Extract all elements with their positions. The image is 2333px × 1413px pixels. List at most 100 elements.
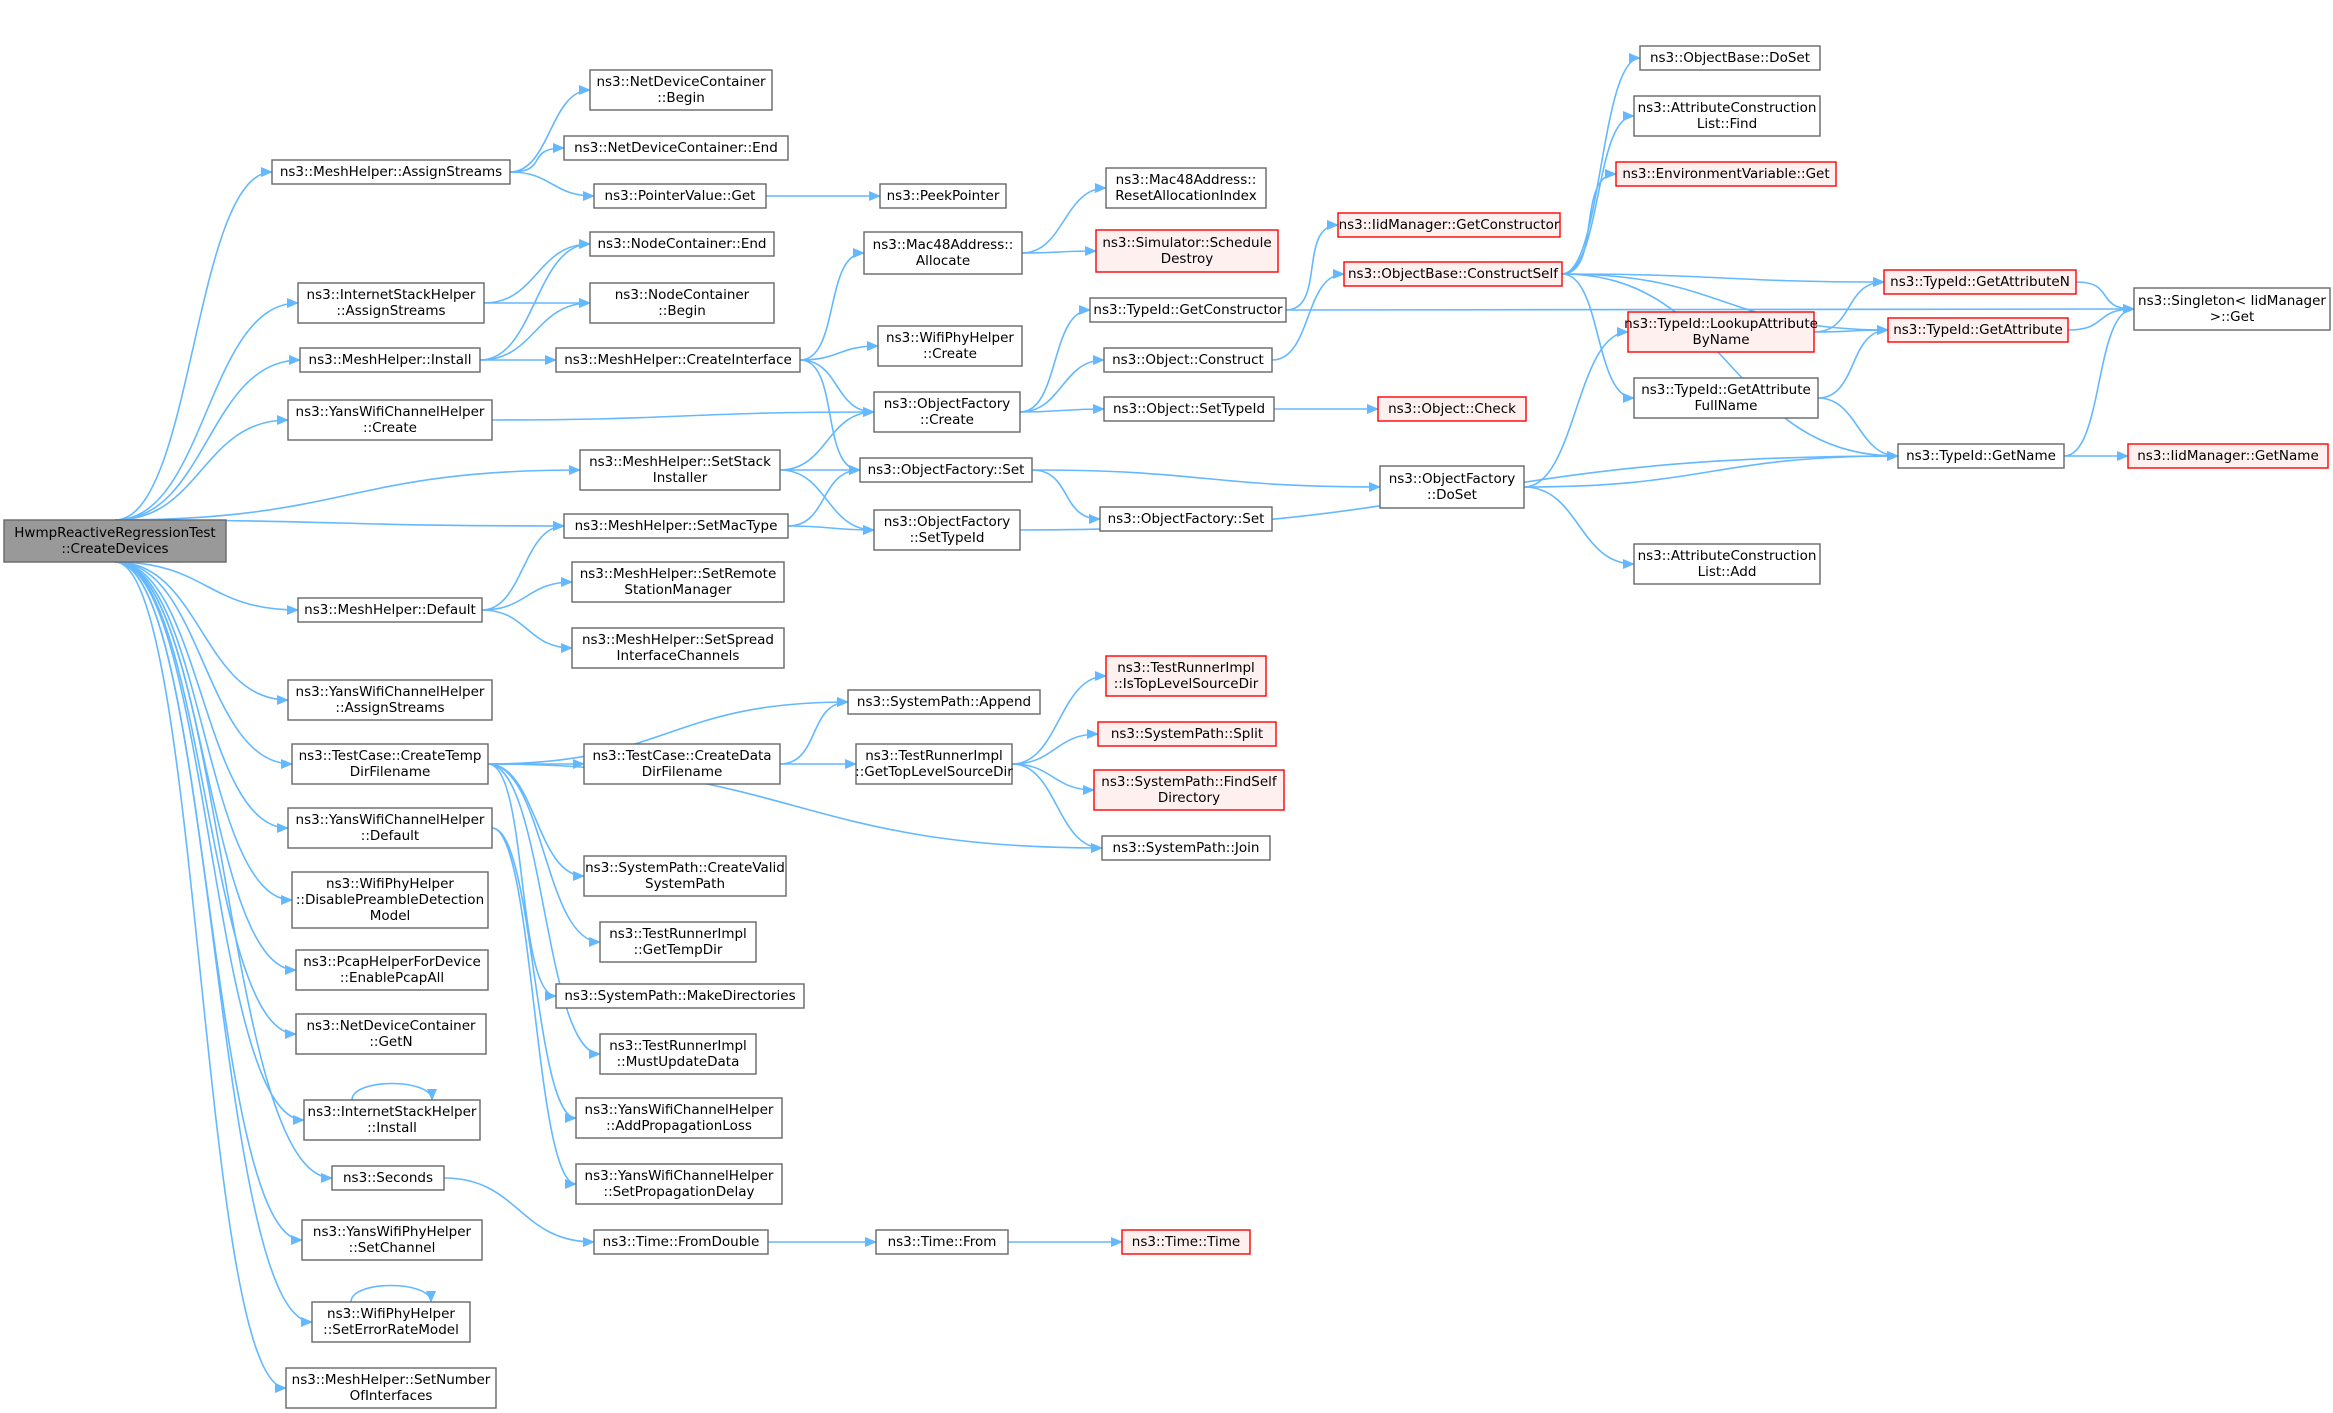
node-ywchAddProp[interactable]: ns3::YansWifiChannelHelper::AddPropagati… xyxy=(575,1097,783,1139)
node-label: ns3::AttributeConstruction xyxy=(1638,548,1817,564)
node-ncEnd[interactable]: ns3::NodeContainer::End xyxy=(589,231,775,257)
node-label: ns3::TypeId::GetName xyxy=(1906,448,2056,464)
node-ywphSetChannel[interactable]: ns3::YansWifiPhyHelper::SetChannel xyxy=(301,1219,483,1261)
node-trGetTop[interactable]: ns3::TestRunnerImpl::GetTopLevelSourceDi… xyxy=(855,743,1013,785)
node-ofCreate[interactable]: ns3::ObjectFactory::Create xyxy=(873,391,1021,433)
node-timeFrom[interactable]: ns3::Time::From xyxy=(875,1229,1009,1255)
node-label: ns3::IidManager::GetConstructor xyxy=(1339,217,1560,233)
node-peekPtr[interactable]: ns3::PeekPointer xyxy=(879,183,1007,209)
edge-assignStreams-to-ndcBegin xyxy=(509,85,591,173)
node-timeFromDouble[interactable]: ns3::Time::FromDouble xyxy=(593,1229,769,1255)
node-ptrGet[interactable]: ns3::PointerValue::Get xyxy=(593,183,767,209)
node-macReset[interactable]: ns3::Mac48Address::ResetAllocationIndex xyxy=(1105,167,1267,209)
node-trMustUpdate[interactable]: ns3::TestRunnerImpl::MustUpdateData xyxy=(599,1033,757,1075)
node-label: ns3::Object::SetTypeId xyxy=(1113,401,1265,417)
node-label: ns3::MeshHelper::Default xyxy=(304,602,476,618)
node-ofDoSet[interactable]: ns3::ObjectFactory::DoSet xyxy=(1379,465,1525,509)
edge-assignStreams-to-ndcEnd xyxy=(509,143,565,173)
node-label: ns3::TestRunnerImpl xyxy=(609,926,747,942)
node-tidGetAttrN[interactable]: ns3::TypeId::GetAttributeN xyxy=(1883,269,2077,295)
node-spJoin[interactable]: ns3::SystemPath::Join xyxy=(1101,835,1271,861)
node-setMacType[interactable]: ns3::MeshHelper::SetMacType xyxy=(563,513,789,539)
node-tidGetCtor[interactable]: ns3::TypeId::GetConstructor xyxy=(1089,297,1287,323)
node-spAppend[interactable]: ns3::SystemPath::Append xyxy=(847,689,1041,715)
node-createIface[interactable]: ns3::MeshHelper::CreateInterface xyxy=(555,347,801,373)
node-timeTime[interactable]: ns3::Time::Time xyxy=(1121,1229,1251,1255)
node-setSpread[interactable]: ns3::MeshHelper::SetSpreadInterfaceChann… xyxy=(571,627,785,669)
node-box xyxy=(1377,396,1527,422)
node-wphSetErr[interactable]: ns3::WifiPhyHelper::SetErrorRateModel xyxy=(311,1301,471,1343)
node-tidGetAttr[interactable]: ns3::TypeId::GetAttribute xyxy=(1887,317,2069,343)
edge-obConstructSelf-to-tidGetAttrN xyxy=(1561,273,1885,287)
node-label: Directory xyxy=(1158,790,1220,806)
node-box xyxy=(331,1165,445,1191)
node-label: ResetAllocationIndex xyxy=(1115,188,1256,204)
node-label: ns3::Time::FromDouble xyxy=(603,1234,760,1250)
node-ofSet2[interactable]: ns3::ObjectFactory::Set xyxy=(1099,506,1273,532)
node-wifiPhyCreate[interactable]: ns3::WifiPhyHelper::Create xyxy=(877,325,1023,367)
node-label: Model xyxy=(370,908,411,924)
node-ofSet[interactable]: ns3::ObjectFactory::Set xyxy=(859,457,1033,483)
node-ishInstall[interactable]: ns3::InternetStackHelper::Install xyxy=(303,1099,481,1141)
node-box xyxy=(583,855,787,897)
node-ywchDefault[interactable]: ns3::YansWifiChannelHelper::Default xyxy=(287,807,493,849)
node-spMakeDirs[interactable]: ns3::SystemPath::MakeDirectories xyxy=(555,983,805,1009)
node-ndcGetN[interactable]: ns3::NetDeviceContainer::GetN xyxy=(295,1013,487,1055)
node-label: ns3::Mac48Address:: xyxy=(873,237,1014,253)
node-root[interactable]: HwmpReactiveRegressionTest::CreateDevice… xyxy=(3,519,227,563)
node-objCheck[interactable]: ns3::Object::Check xyxy=(1377,396,1527,422)
node-label: ns3::YansWifiChannelHelper xyxy=(296,684,485,700)
node-seconds[interactable]: ns3::Seconds xyxy=(331,1165,445,1191)
node-envGet[interactable]: ns3::EnvironmentVariable::Get xyxy=(1615,161,1837,187)
node-label: Installer xyxy=(653,470,708,486)
node-trGetTemp[interactable]: ns3::TestRunnerImpl::GetTempDir xyxy=(599,921,757,963)
node-obConstructSelf[interactable]: ns3::ObjectBase::ConstructSelf xyxy=(1343,261,1563,287)
node-iidGetName[interactable]: ns3::IidManager::GetName xyxy=(2127,443,2329,469)
node-mhInstall[interactable]: ns3::MeshHelper::Install xyxy=(299,347,481,373)
node-box xyxy=(1095,229,1279,273)
node-label: ::Begin xyxy=(657,90,705,106)
node-mhDefault[interactable]: ns3::MeshHelper::Default xyxy=(297,597,483,623)
node-label: ns3::MeshHelper::AssignStreams xyxy=(280,164,502,180)
node-trIsTop[interactable]: ns3::TestRunnerImpl::IsTopLevelSourceDir xyxy=(1105,655,1267,697)
edge-obConstructSelf-to-envGet xyxy=(1561,169,1617,275)
node-box xyxy=(847,689,1041,715)
node-tidGetName[interactable]: ns3::TypeId::GetName xyxy=(1897,443,2065,469)
node-assignStreams[interactable]: ns3::MeshHelper::AssignStreams xyxy=(271,159,511,185)
node-ndcEnd[interactable]: ns3::NetDeviceContainer::End xyxy=(563,135,789,161)
node-singletonGet[interactable]: ns3::Singleton< IidManager>::Get xyxy=(2133,287,2331,331)
edge-root-to-wphSetErr xyxy=(114,561,313,1327)
node-spSplit[interactable]: ns3::SystemPath::Split xyxy=(1097,721,1277,747)
node-ywchCreate[interactable]: ns3::YansWifiChannelHelper::Create xyxy=(287,399,493,441)
node-wphDisable[interactable]: ns3::WifiPhyHelper::DisablePreambleDetec… xyxy=(291,871,489,929)
node-ofSetTid[interactable]: ns3::ObjectFactory::SetTypeId xyxy=(873,509,1021,551)
edge-ofCreate-to-objConstruct xyxy=(1019,355,1105,413)
node-ywchAssign[interactable]: ns3::YansWifiChannelHelper::AssignStream… xyxy=(287,679,493,721)
node-pcapEnable[interactable]: ns3::PcapHelperForDevice::EnablePcapAll xyxy=(295,949,489,991)
edge-root-to-wphDisable xyxy=(114,561,293,905)
node-ishAssign[interactable]: ns3::InternetStackHelper::AssignStreams xyxy=(297,282,485,324)
node-label: ns3::SystemPath::CreateValid xyxy=(585,860,785,876)
node-objSetTid[interactable]: ns3::Object::SetTypeId xyxy=(1103,396,1275,422)
node-ywchSetDelay[interactable]: ns3::YansWifiChannelHelper::SetPropagati… xyxy=(575,1163,783,1205)
node-ncBegin[interactable]: ns3::NodeContainer::Begin xyxy=(589,282,775,324)
node-label: OfInterfaces xyxy=(350,1388,433,1404)
node-ndcBegin[interactable]: ns3::NetDeviceContainer::Begin xyxy=(589,69,773,111)
node-objConstruct[interactable]: ns3::Object::Construct xyxy=(1103,347,1273,373)
node-obDoSet[interactable]: ns3::ObjectBase::DoSet xyxy=(1639,45,1821,71)
node-iidGetCtor[interactable]: ns3::IidManager::GetConstructor xyxy=(1337,212,1561,238)
node-label: ns3::WifiPhyHelper xyxy=(327,1306,455,1322)
node-macAlloc[interactable]: ns3::Mac48Address::Allocate xyxy=(863,231,1023,275)
